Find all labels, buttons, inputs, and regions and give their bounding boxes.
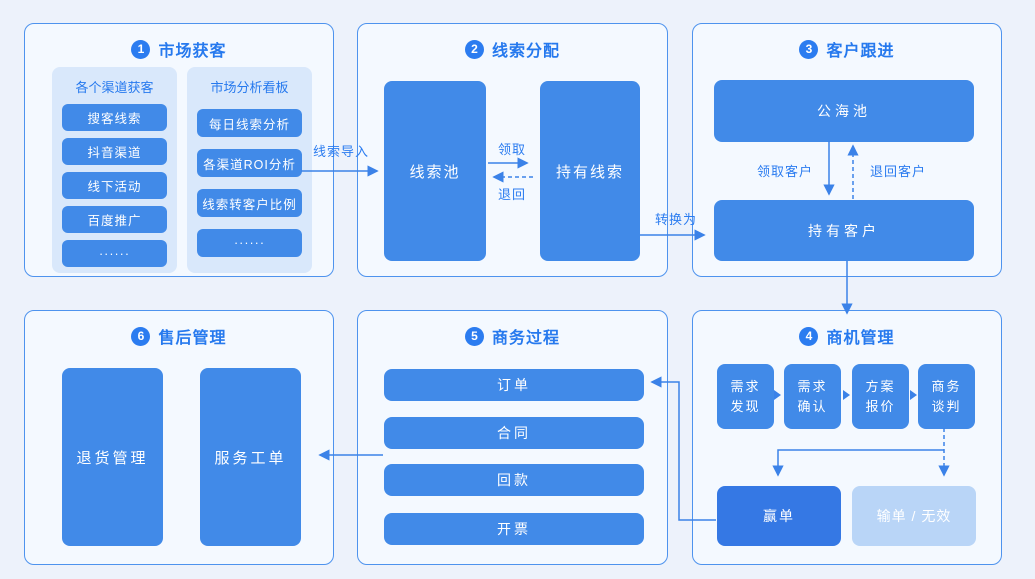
return-management-box: 退货管理: [62, 368, 163, 546]
held-leads-box: 持有线索: [540, 81, 640, 261]
stage-label: 商务谈判: [931, 378, 962, 414]
list-item-ellipsis: ······: [62, 240, 167, 267]
panel-title: 3 客户跟进: [693, 37, 1001, 61]
list-item-ellipsis: ······: [197, 229, 302, 257]
stage-label: 需求确认: [797, 378, 828, 414]
list-item: 线下活动: [62, 172, 167, 199]
lead-pool-box: 线索池: [384, 81, 486, 261]
panel-title-text: 售后管理: [158, 330, 227, 347]
panel-after-sales: 6 售后管理 退货管理 服务工单: [24, 310, 334, 565]
panel-title-text: 商机管理: [826, 330, 895, 347]
list-item: 每日线索分析: [197, 109, 302, 137]
stage-business-negotiation: 商务谈判: [918, 364, 975, 429]
public-sea-pool-box: 公海池: [714, 80, 974, 142]
list-item: 各渠道ROI分析: [197, 149, 302, 177]
step-badge-3: 3: [799, 39, 819, 59]
panel-opportunity-management: 4 商机管理 需求发现 需求确认 方案报价 商务谈判 赢单 输单 / 无效: [692, 310, 1002, 565]
panel-customer-follow-up: 3 客户跟进 公海池 持有客户: [692, 23, 1002, 277]
subpanel-title: 各个渠道获客: [75, 80, 154, 95]
stage-label: 方案报价: [865, 378, 896, 414]
invoice-bar: 开票: [384, 513, 644, 545]
step-badge-6: 6: [131, 326, 151, 346]
stage-need-discovery: 需求发现: [717, 364, 774, 429]
panel-business-process: 5 商务过程 订单 合同 回款 开票: [357, 310, 668, 565]
stage-need-confirmation: 需求确认: [784, 364, 841, 429]
step-badge-2: 2: [464, 39, 484, 59]
contract-bar: 合同: [384, 417, 644, 449]
panel-title: 6 售后管理: [25, 324, 333, 348]
label-lead-import: 线索导入: [312, 144, 369, 159]
panel-title: 2 线索分配: [358, 37, 667, 61]
list-item: 抖音渠道: [62, 138, 167, 165]
service-ticket-box: 服务工单: [200, 368, 301, 546]
list-item: 搜客线索: [62, 104, 167, 131]
win-order-box: 赢单: [717, 486, 841, 546]
label-claim-lead: 领取: [497, 142, 526, 157]
order-bar: 订单: [384, 369, 644, 401]
panel-title-text: 商务过程: [491, 330, 560, 347]
panel-title: 1 市场获客: [25, 37, 333, 61]
stage-label: 需求发现: [730, 378, 761, 414]
panel-title: 4 商机管理: [693, 324, 1001, 348]
step-badge-5: 5: [464, 326, 484, 346]
label-return-customer: 退回客户: [869, 164, 926, 179]
label-return-lead: 退回: [497, 187, 526, 202]
panel-title-text: 市场获客: [158, 43, 227, 60]
panel-title: 5 商务过程: [358, 324, 667, 348]
label-convert-to: 转换为: [654, 212, 697, 227]
panel-title-text: 客户跟进: [826, 43, 895, 60]
panel-market-acquisition: 1 市场获客 各个渠道获客 搜客线索 抖音渠道 线下活动 百度推广 ······…: [24, 23, 334, 277]
label-claim-customer: 领取客户: [756, 164, 813, 179]
step-badge-4: 4: [799, 326, 819, 346]
list-item: 线索转客户比例: [197, 189, 302, 217]
list-item: 百度推广: [62, 206, 167, 233]
subpanel-title: 市场分析看板: [210, 80, 289, 95]
panel-title-text: 线索分配: [491, 43, 560, 60]
step-badge-1: 1: [131, 39, 151, 59]
stage-solution-quote: 方案报价: [852, 364, 909, 429]
lost-invalid-box: 输单 / 无效: [852, 486, 976, 546]
held-customers-box: 持有客户: [714, 200, 974, 261]
panel-lead-distribution: 2 线索分配 线索池 持有线索: [357, 23, 668, 277]
payment-bar: 回款: [384, 464, 644, 496]
subpanel-market-analysis-board: 市场分析看板 每日线索分析 各渠道ROI分析 线索转客户比例 ······: [187, 67, 312, 273]
subpanel-channel-acquisition: 各个渠道获客 搜客线索 抖音渠道 线下活动 百度推广 ······: [52, 67, 177, 273]
